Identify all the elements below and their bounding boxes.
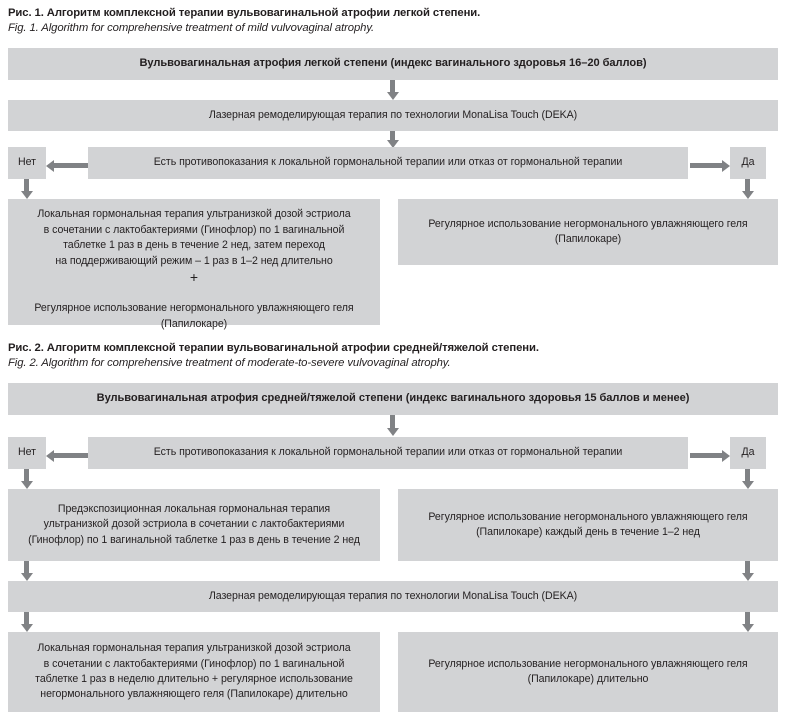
- fig1-outcome-no-plus: +: [189, 268, 199, 285]
- fig2-step1-yes-text: Регулярное использование негормонального…: [428, 510, 748, 538]
- fig2-caption-ru: Рис. 2. Алгоритм комплексной терапии вул…: [8, 342, 539, 354]
- fig2-no-box: Нет: [8, 437, 46, 469]
- fig2-step2-yes-box: Регулярное использование негормонального…: [398, 632, 778, 712]
- fig1-title-text: Вульвовагинальная атрофия легкой степени…: [139, 57, 647, 70]
- fig1-laser-text: Лазерная ремоделирующая терапия по техно…: [208, 108, 578, 121]
- fig1-outcome-no-part2: Регулярное использование негормонального…: [34, 302, 354, 330]
- fig2-caption-en: Fig. 2. Algorithm for comprehensive trea…: [8, 357, 451, 369]
- fig2-laser-text: Лазерная ремоделирующая терапия по техно…: [208, 589, 578, 602]
- fig2-title-box: Вульвовагинальная атрофия средней/тяжело…: [8, 383, 778, 415]
- fig1-yes-label: Да: [741, 156, 755, 169]
- fig2-decision-box: Есть противопоказания к локальной гормон…: [88, 437, 688, 469]
- fig1-no-label: Нет: [18, 156, 36, 169]
- fig1-yes-box: Да: [730, 147, 766, 179]
- fig2-step2-no-text: Локальная гормональная терапия ультраниз…: [35, 642, 353, 701]
- fig2-step1-no-box: Предэкспозиционная локальная гормональна…: [8, 489, 380, 561]
- fig2-decision-text: Есть противопоказания к локальной гормон…: [153, 446, 623, 459]
- fig1-outcome-no-part1: Локальная гормональная терапия ультраниз…: [37, 208, 351, 267]
- fig2-step1-yes-box: Регулярное использование негормонального…: [398, 489, 778, 561]
- fig1-no-box: Нет: [8, 147, 46, 179]
- fig1-decision-text: Есть противопоказания к локальной гормон…: [153, 156, 623, 169]
- fig2-yes-label: Да: [741, 446, 755, 459]
- fig2-no-label: Нет: [18, 446, 36, 459]
- fig1-laser-box: Лазерная ремоделирующая терапия по техно…: [8, 100, 778, 131]
- fig1-decision-box: Есть противопоказания к локальной гормон…: [88, 147, 688, 179]
- fig2-step2-no-box: Локальная гормональная терапия ультраниз…: [8, 632, 380, 712]
- fig2-laser-box: Лазерная ремоделирующая терапия по техно…: [8, 581, 778, 612]
- fig1-caption-ru: Рис. 1. Алгоритм комплексной терапии вул…: [8, 7, 481, 19]
- fig2-yes-box: Да: [730, 437, 766, 469]
- fig2-step2-yes-text: Регулярное использование негормонального…: [428, 657, 748, 685]
- fig1-outcome-yes-box: Регулярное использование негормонального…: [398, 199, 778, 265]
- fig2-title-text: Вульвовагинальная атрофия средней/тяжело…: [96, 392, 690, 405]
- fig1-outcome-no-text: Локальная гормональная терапия ультраниз…: [14, 192, 374, 332]
- fig1-outcome-yes-text: Регулярное использование негормонального…: [428, 217, 748, 245]
- fig1-outcome-no-box: Локальная гормональная терапия ультраниз…: [8, 199, 380, 330]
- fig2-step1-no-text: Предэкспозиционная локальная гормональна…: [28, 502, 360, 546]
- fig1-caption-en: Fig. 1. Algorithm for comprehensive trea…: [8, 22, 375, 34]
- fig1-title-box: Вульвовагинальная атрофия легкой степени…: [8, 48, 778, 80]
